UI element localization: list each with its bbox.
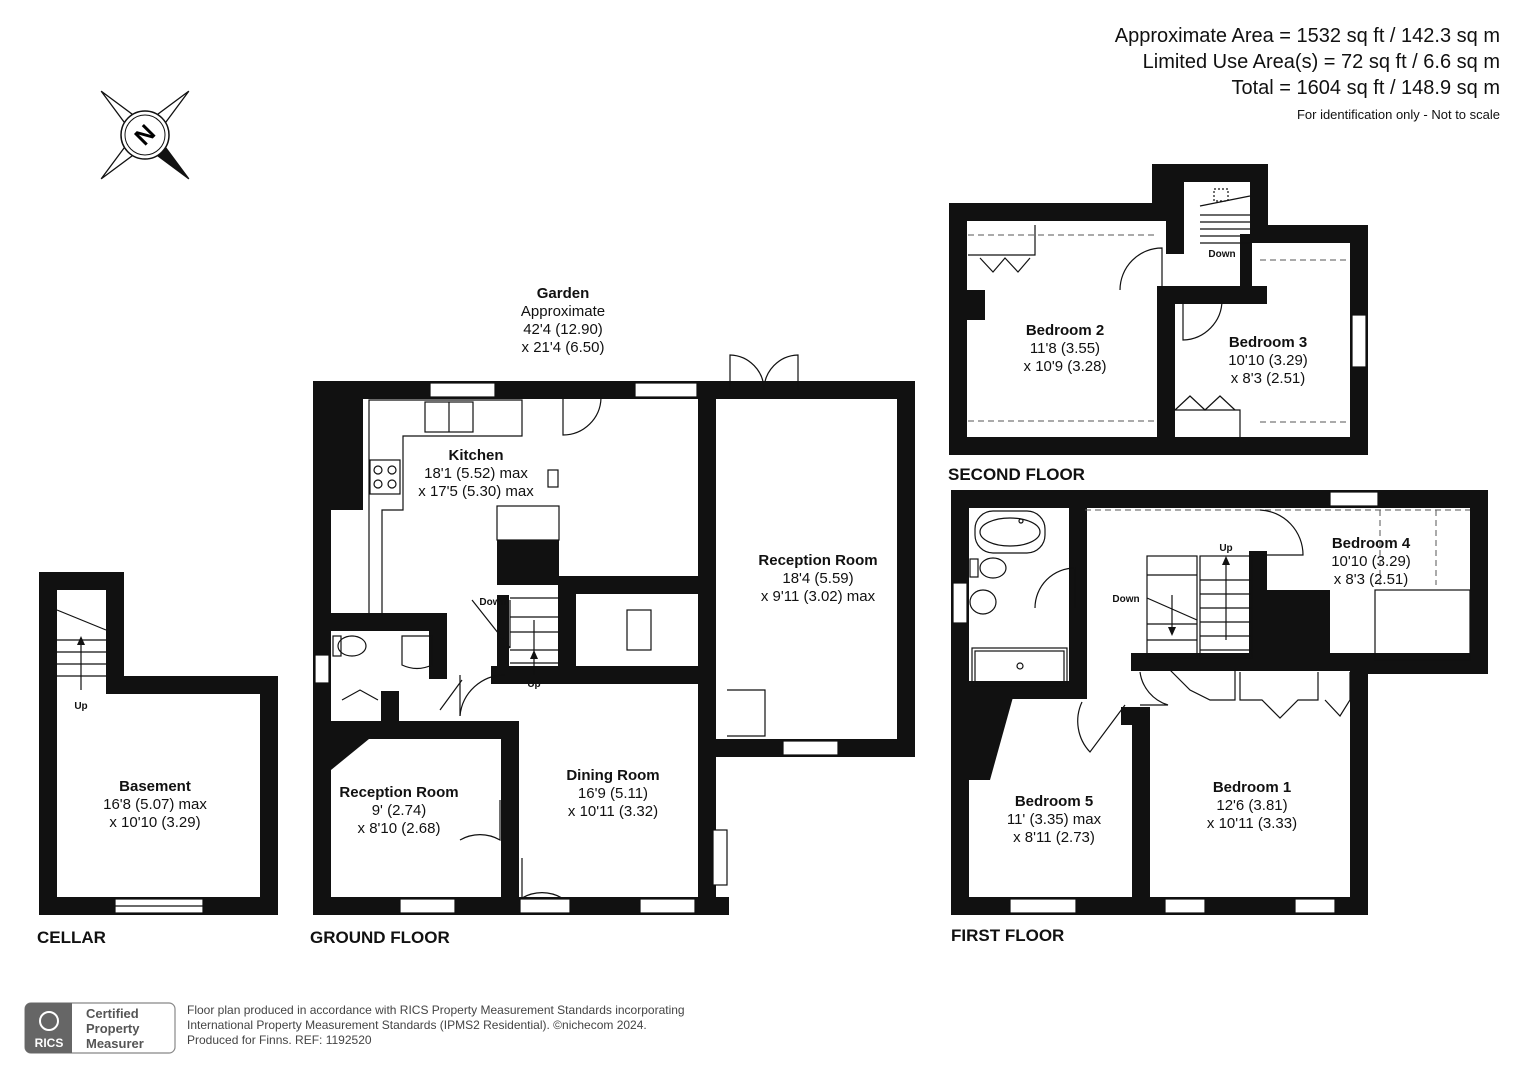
room-reception-large: Reception Room 18'4 (5.59) x 9'11 (3.02)… (758, 552, 877, 605)
first-floor-plan: Up Down Bedroom 4 10'10 (3.29) x 8'3 (2.… (951, 490, 1488, 915)
room-dim-2: x 10'9 (3.28) (1024, 358, 1107, 375)
room-basement: Basement 16'8 (5.07) max x 10'10 (3.29) (103, 778, 207, 831)
room-dim-2: x 17'5 (5.30) max (418, 483, 534, 500)
room-name: Reception Room (339, 784, 458, 801)
room-name: Bedroom 3 (1229, 334, 1307, 351)
room-dim-2: x 10'10 (3.29) (109, 814, 200, 831)
room-name: Bedroom 5 (1015, 793, 1093, 810)
room-bedroom-1: Bedroom 1 12'6 (3.81) x 10'11 (3.33) (1207, 779, 1297, 832)
second-stairs (1199, 188, 1251, 244)
room-name: Bedroom 2 (1026, 322, 1104, 339)
rics-logo-icon (39, 1011, 59, 1031)
area-summary: Approximate Area = 1532 sq ft / 142.3 sq… (1115, 25, 1500, 122)
room-dim-1: 12'6 (3.81) (1216, 797, 1287, 814)
first-up-label: Up (1219, 543, 1232, 554)
room-kitchen: Kitchen 18'1 (5.52) max x 17'5 (5.30) ma… (418, 447, 534, 500)
room-name: Bedroom 4 (1332, 535, 1411, 552)
cellar-stairs (56, 609, 107, 690)
limited-use-area: Limited Use Area(s) = 72 sq ft / 6.6 sq … (1143, 51, 1500, 73)
floor-label-second: SECOND FLOOR (948, 465, 1085, 484)
garden-line-2: 42'4 (12.90) (523, 321, 603, 338)
second-down-label: Down (1208, 249, 1235, 260)
first-down-label: Down (1112, 594, 1139, 605)
cellar-plan: Up Basement 16'8 (5.07) max x 10'10 (3.2… (39, 572, 278, 915)
room-dim-1: 10'10 (3.29) (1228, 352, 1308, 369)
room-dim-2: x 10'11 (3.32) (568, 803, 658, 820)
floor-label-ground: GROUND FLOOR (310, 928, 450, 947)
room-dim-2: x 8'10 (2.68) (358, 820, 441, 837)
room-dim-1: 16'9 (5.11) (578, 785, 648, 802)
room-dining: Dining Room 16'9 (5.11) x 10'11 (3.32) (566, 767, 659, 820)
room-dim-1: 11'8 (3.55) (1030, 340, 1100, 357)
room-name: Basement (119, 778, 191, 795)
rics-badge: RICS Certified Property Measurer (24, 1002, 176, 1054)
garden-name: Garden (537, 285, 590, 302)
floor-label-first: FIRST FLOOR (951, 926, 1064, 945)
room-bedroom-3: Bedroom 3 10'10 (3.29) x 8'3 (2.51) (1228, 334, 1308, 387)
room-dim-2: x 8'3 (2.51) (1231, 370, 1306, 387)
ground-down-label: Down (479, 597, 506, 608)
room-dim-1: 9' (2.74) (372, 802, 427, 819)
footer-line-3: Produced for Finns. REF: 1192520 (187, 1033, 372, 1047)
rics-text: RICS (35, 1036, 64, 1050)
room-dim-2: x 8'11 (2.73) (1013, 829, 1095, 846)
room-reception-small: Reception Room 9' (2.74) x 8'10 (2.68) (339, 784, 458, 837)
ground-stairs (471, 597, 560, 675)
footer-line-2: International Property Measurement Stand… (187, 1018, 647, 1032)
room-name: Dining Room (566, 767, 659, 784)
footer-line-1: Floor plan produced in accordance with R… (187, 1003, 685, 1017)
ground-up-label: Up (527, 679, 540, 690)
room-name: Reception Room (758, 552, 877, 569)
room-name: Kitchen (448, 447, 503, 464)
room-bedroom-4: Bedroom 4 10'10 (3.29) x 8'3 (2.51) (1331, 535, 1411, 588)
room-dim-2: x 9'11 (3.02) max (761, 588, 876, 605)
floor-label-cellar: CELLAR (37, 928, 106, 947)
first-stairs (1146, 555, 1253, 659)
room-dim-1: 11' (3.35) max (1007, 811, 1102, 828)
cellar-up-label: Up (74, 701, 87, 712)
room-dim-1: 10'10 (3.29) (1331, 553, 1411, 570)
second-floor-plan: Down Bedroom 2 11'8 (3.55) x 10'9 (3.28)… (949, 164, 1368, 455)
ground-floor-plan: Down Up Kitchen 18'1 (5.52) max x 17'5 (… (313, 285, 915, 915)
garden-line-3: x 21'4 (6.50) (522, 339, 605, 356)
garden-line-1: Approximate (521, 303, 605, 320)
total-area: Total = 1604 sq ft / 148.9 sq m (1232, 77, 1501, 99)
approximate-area: Approximate Area = 1532 sq ft / 142.3 sq… (1115, 25, 1500, 47)
garden-label: Garden Approximate 42'4 (12.90) x 21'4 (… (521, 285, 605, 356)
room-dim-2: x 10'11 (3.33) (1207, 815, 1297, 832)
room-dim-1: 18'1 (5.52) max (424, 465, 528, 482)
disclaimer: For identification only - Not to scale (1297, 107, 1500, 122)
badge-line-2: Property (86, 1021, 140, 1036)
badge-line-3: Measurer (86, 1036, 144, 1051)
room-dim-2: x 8'3 (2.51) (1334, 571, 1409, 588)
room-name: Bedroom 1 (1213, 779, 1291, 796)
badge-line-1: Certified (86, 1006, 139, 1021)
room-bedroom-5: Bedroom 5 11' (3.35) max x 8'11 (2.73) (1007, 793, 1102, 846)
room-bedroom-2: Bedroom 2 11'8 (3.55) x 10'9 (3.28) (1024, 322, 1107, 375)
room-dim-1: 18'4 (5.59) (782, 570, 853, 587)
compass-icon (100, 90, 190, 180)
room-dim-1: 16'8 (5.07) max (103, 796, 207, 813)
